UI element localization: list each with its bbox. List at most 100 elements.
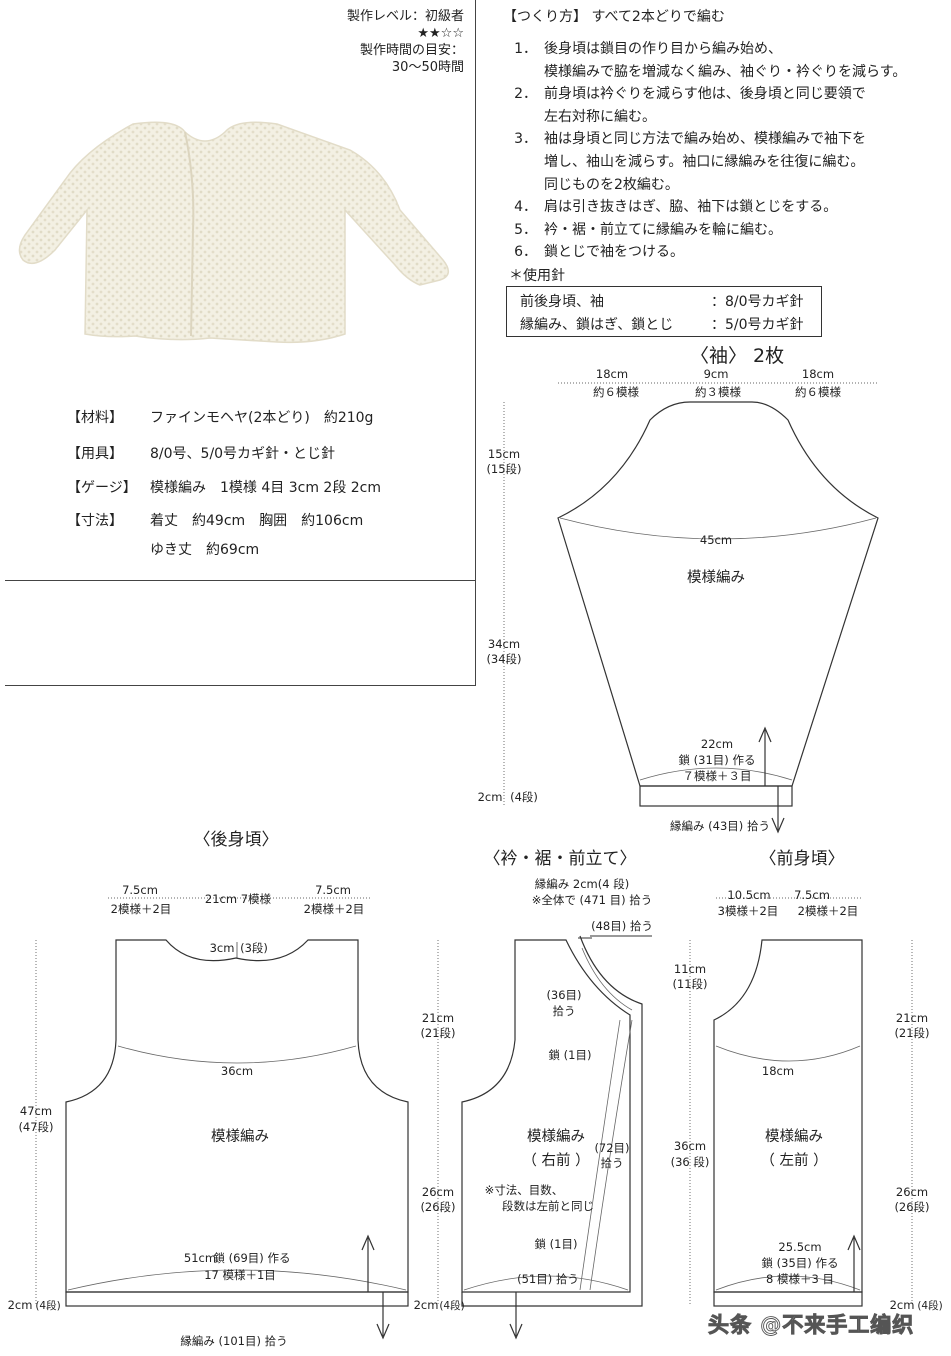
back-side-cm: 26cm <box>422 1185 454 1199</box>
left-front-edge <box>713 1291 863 1307</box>
back-bottom-pat: 17 模様＋1目 <box>204 1268 276 1282</box>
sleeve-length-cm: 34cm <box>488 637 520 651</box>
howto-step-text: 模様編みで脇を増減なく編み、袖ぐり・衿ぐりを減らす。 <box>544 63 907 80</box>
front-top-left-cm: 10.5cm <box>727 888 770 902</box>
front-bottom-chain: 鎖 (35目) 作る <box>762 1256 839 1270</box>
collar-total-note: ※全体で (471 目) 拾う <box>532 893 653 907</box>
hooks-row1-value: ：8/0号カギ針 <box>711 294 804 310</box>
material-value: ファインモヘヤ(2本どり) 約210g <box>150 410 374 426</box>
sleeve-top-mid-pat: 約３模様 <box>695 385 741 399</box>
time-value: 30〜50時間 <box>391 60 464 75</box>
back-body-shape <box>65 939 409 1293</box>
sleeve-edge-rows: (4段) <box>510 790 538 804</box>
collar-edge-note: 縁編み 2cm(4 段) <box>535 877 629 891</box>
front-left-front: （ 左前 ） <box>760 1152 827 1169</box>
front-neck-cm: 11cm <box>674 962 706 976</box>
howto-step-number: 6． <box>514 244 537 261</box>
front-total-rows: (36 段) <box>671 1155 710 1169</box>
watermark: 头条 @不来手工编织 <box>708 1313 915 1338</box>
back-top-left-pat: 2模様＋2目 <box>111 902 172 916</box>
back-total-rows: (47段) <box>18 1120 53 1134</box>
level-label: 製作レベル：初級者 <box>346 9 464 24</box>
back-bottom-chain: 鎖 (69目) 作る <box>214 1251 291 1265</box>
collar-edge-cm: 2cm <box>414 1298 439 1312</box>
sleeve-title: 〈袖〉 2枚 <box>690 345 784 367</box>
howto-step-text: 同じものを2枚編む。 <box>544 176 679 193</box>
howto-step-number: 3． <box>514 131 537 148</box>
back-top-right-cm: 7.5cm <box>315 883 351 897</box>
front-edge-rows: (4段) <box>917 1299 942 1312</box>
time-label: 製作時間の目安： <box>359 43 464 58</box>
level-info: 製作レベル：初級者 ★★☆☆ 製作時間の目安： 30〜50時間 <box>347 8 464 76</box>
collar-chain-1b: 鎖 (1目) <box>535 1237 578 1251</box>
front-side-cm: 26cm <box>896 1185 928 1199</box>
level-stars: ★★☆☆ <box>417 26 464 41</box>
front-neck-rows: (11段) <box>672 977 707 991</box>
collar-chain-1a: 鎖 (1目) <box>549 1048 592 1062</box>
front-width-cm: 18cm <box>762 1064 794 1078</box>
back-title: 〈後身頃〉 <box>194 830 279 850</box>
collar-pick-72b: 拾う <box>601 1156 624 1170</box>
size-key: 【寸法】 <box>67 513 123 529</box>
howto-step-text: 肩は引き抜きはぎ、脇、袖下は鎖とじをする。 <box>544 199 838 216</box>
front-title: 〈前身頃〉 <box>760 849 845 869</box>
sleeve-top-left-pat: 約６模様 <box>593 385 639 399</box>
front-top-right-pat: 2模様＋2目 <box>798 904 859 918</box>
sleeve-shape <box>557 401 879 787</box>
size-value-1: 着丈 約49cm 胸囲 約106cm <box>150 513 364 529</box>
howto-step-number: 2． <box>514 86 537 103</box>
back-top-right-pat: 2模様＋2目 <box>304 902 365 916</box>
hooks-table: 前後身頃、袖 ：8/0号カギ針 縁編み、鎖はぎ、鎖とじ ：5/0号カギ針 <box>506 286 822 337</box>
tools-key: 【用具】 <box>67 446 123 462</box>
back-side-rows: (26段) <box>420 1200 455 1214</box>
sleeve-width-cm: 45cm <box>700 533 732 547</box>
back-edge-pick: 縁編み (101目) 拾う <box>180 1334 287 1348</box>
front-pattern: 模様編み <box>765 1128 823 1145</box>
sleeve-edge-pick: 縁編み (43目) 拾う <box>670 819 770 833</box>
tools-value: 8/0号、5/0号カギ針・とじ針 <box>150 446 336 462</box>
howto-step-text: 増し、袖山を減らす。袖口に縁編みを往復に編む。 <box>544 154 865 170</box>
back-edge-cm: 2cm <box>8 1298 33 1312</box>
front-bottom-cm: 25.5cm <box>778 1240 821 1254</box>
howto-step-text: 後身頃は鎖目の作り目から編み始め、 <box>544 41 782 57</box>
front-top-right-cm: 7.5cm <box>794 888 830 902</box>
howto-step-text: 前身頃は衿ぐりを減らす他は、後身頃と同じ要領で <box>544 86 866 103</box>
sleeve-top-right-pat: 約６模様 <box>795 385 841 399</box>
front-side-rows: (26段) <box>894 1200 929 1214</box>
front-armhole-cm: 21cm <box>896 1011 928 1025</box>
collar-note1: ※寸法、目数、 <box>485 1183 564 1197</box>
gauge-value: 模様編み 1模様 4目 3cm 2段 2cm <box>150 480 382 496</box>
material-key: 【材料】 <box>67 410 123 426</box>
collar-note2: 段数は左前と同じ <box>502 1199 594 1213</box>
collar-edge-rows: (4段) <box>439 1299 464 1312</box>
hooks-row2-key: 縁編み、鎖はぎ、鎖とじ <box>520 317 674 333</box>
sleeve-top-right-cm: 18cm <box>802 367 834 381</box>
howto-step-text: 衿・裾・前立てに縁編みを輪に編む。 <box>544 221 782 238</box>
collar-pick-48: (48目) 拾う <box>591 919 653 933</box>
front-total-cm: 36cm <box>674 1139 706 1153</box>
collar-band <box>461 935 643 1307</box>
collar-pattern: 模様編み <box>527 1128 585 1145</box>
sleeve-pattern: 模様編み <box>687 569 745 586</box>
back-top-left-cm: 7.5cm <box>122 883 158 897</box>
back-armhole-cm: 21cm <box>422 1011 454 1025</box>
collar-right-front: （ 右前 ） <box>522 1152 589 1169</box>
right-front-shape <box>461 939 631 1293</box>
back-pattern: 模様編み <box>211 1128 269 1145</box>
collar-pick-36: (36目) <box>546 988 581 1002</box>
front-armhole-rows: (21段) <box>894 1026 929 1040</box>
back-neck-rows: (3段) <box>240 941 268 955</box>
sleeve-cap-cm: 15cm <box>488 447 520 461</box>
back-edge <box>65 1291 409 1307</box>
sleeve-cap-rows: (15段) <box>486 462 521 476</box>
back-bottom-cm: 51cm <box>184 1251 216 1265</box>
sleeve-length-rows: (34段) <box>486 652 521 666</box>
blank-frame <box>5 580 476 686</box>
collar-pick-51: (51目) 拾う <box>517 1272 579 1286</box>
size-value-2: ゆき丈 約69cm <box>150 542 260 558</box>
howto-step-number: 5． <box>514 221 537 238</box>
back-width-cm: 36cm <box>221 1064 253 1078</box>
cardigan-photo <box>18 121 449 344</box>
howto-title: 【つくり方】 すべて2本どりで編む <box>503 9 725 25</box>
back-total-cm: 47cm <box>20 1104 52 1118</box>
